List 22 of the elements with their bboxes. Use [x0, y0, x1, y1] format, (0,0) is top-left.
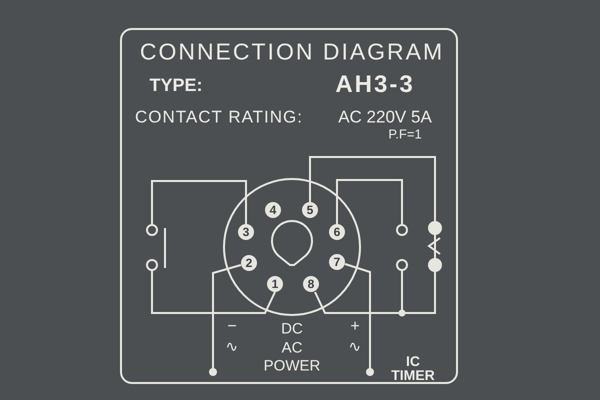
rating-value: AC 220V 5A — [338, 108, 432, 126]
model-number: AH3-3 — [335, 73, 415, 97]
device-name: IC TIMER — [390, 354, 436, 382]
pin-terminal: 1 — [267, 276, 283, 292]
supply-text: POWER — [264, 358, 320, 374]
pin-terminal: 6 — [329, 224, 345, 240]
ac-symbol: ∿ — [348, 340, 362, 354]
supply-text: AC — [282, 340, 302, 356]
pin-terminal: 8 — [303, 276, 319, 292]
rating-label: CONTACT RATING: — [135, 108, 303, 126]
pin-terminal: 2 — [241, 255, 257, 271]
pin-terminal: 4 — [265, 202, 281, 218]
type-label: TYPE: — [150, 76, 202, 94]
supply-text: DC — [281, 322, 303, 336]
diagram-title: CONNECTION DIAGRAM — [140, 40, 444, 64]
polarity-sign: + — [350, 319, 360, 335]
ac-symbol: ∿ — [226, 340, 238, 354]
polarity-sign: − — [227, 319, 237, 335]
pin-terminal: 3 — [238, 224, 254, 240]
pin-terminal: 5 — [302, 202, 318, 218]
pin-terminal: 7 — [329, 254, 345, 270]
power-factor-text: P.F=1 — [388, 128, 422, 140]
